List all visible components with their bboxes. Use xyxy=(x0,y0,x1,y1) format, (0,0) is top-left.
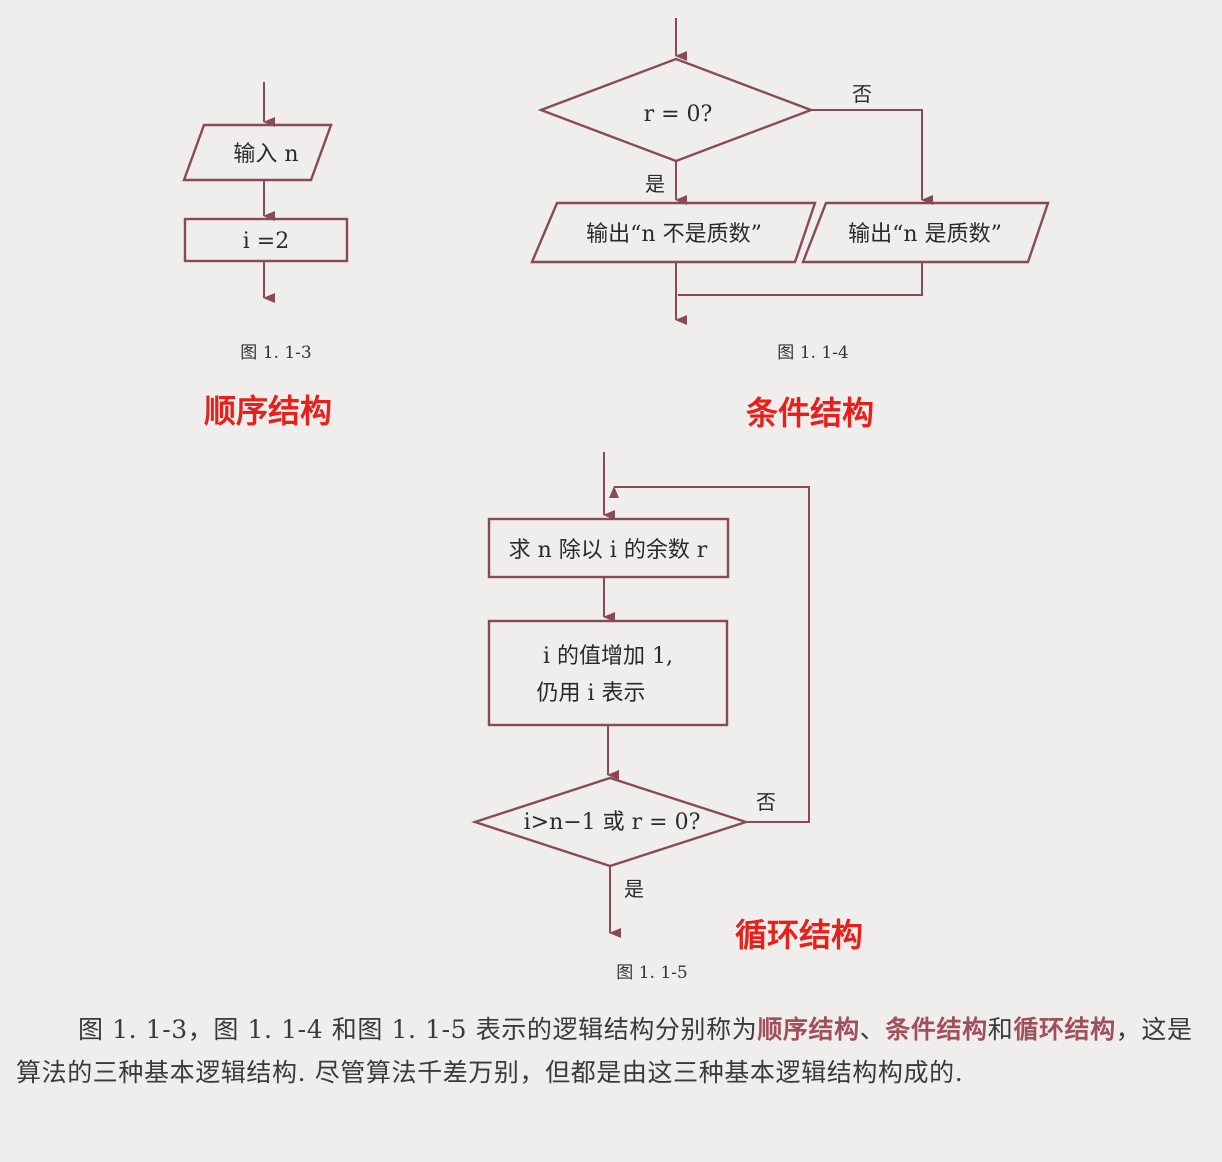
output-not-prime-parallelogram xyxy=(530,201,817,264)
explanation-paragraph: 图 1. 1-3，图 1. 1-4 和图 1. 1-5 表示的逻辑结构分别称为顺… xyxy=(16,1008,1211,1094)
no-label: 否 xyxy=(852,82,872,106)
input-parallelogram xyxy=(182,123,333,182)
decision-text: r = 0? xyxy=(644,102,713,127)
separator-1: 、 xyxy=(859,1015,886,1044)
merge-line-right xyxy=(678,262,923,296)
input-n-text: 输入 n xyxy=(233,142,298,167)
remainder-text: 求 n 除以 i 的余数 r xyxy=(509,538,708,563)
figure-1-1-5: 求 n 除以 i 的余数 r i 的值增加 1, 仍用 i 表示 i>n−1 或… xyxy=(471,452,863,983)
figure-1-1-4: r = 0? 否 是 输出“n 不是质数” 输出“n 是质数” 图 1. 1-4… xyxy=(530,18,1050,432)
increment-box xyxy=(487,619,729,727)
figure-caption: 图 1. 1-3 xyxy=(240,343,311,363)
structure-label-sequential: 顺序结构 xyxy=(204,392,332,430)
yes-label: 是 xyxy=(645,172,665,196)
loop-decision-text: i>n−1 或 r = 0? xyxy=(524,810,701,835)
increment-text-line1: i 的值增加 1, xyxy=(543,644,673,669)
figure-caption: 图 1. 1-4 xyxy=(777,343,848,363)
structure-label-loop: 循环结构 xyxy=(735,916,863,954)
figure-caption: 图 1. 1-5 xyxy=(616,963,687,983)
output-prime-parallelogram xyxy=(801,201,1050,264)
structure-label-conditional: 条件结构 xyxy=(746,394,874,432)
yes-label: 是 xyxy=(624,877,644,901)
assign-box xyxy=(183,217,349,263)
no-label: 否 xyxy=(756,790,776,814)
output-not-prime-text: 输出“n 不是质数” xyxy=(586,222,762,247)
term-sequential-structure: 顺序结构 xyxy=(757,1015,860,1044)
figure-1-1-3: 输入 n i =2 图 1. 1-3 顺序结构 xyxy=(182,82,349,430)
separator-2: 和 xyxy=(987,1015,1014,1044)
remainder-box xyxy=(487,517,730,579)
term-loop-structure: 循环结构 xyxy=(1013,1015,1116,1044)
term-conditional-structure: 条件结构 xyxy=(885,1015,988,1044)
paragraph-text-part1: 图 1. 1-3，图 1. 1-4 和图 1. 1-5 表示的逻辑结构分别称为 xyxy=(78,1015,758,1044)
loop-back-line xyxy=(609,486,810,823)
no-branch-line xyxy=(811,109,933,205)
output-prime-text: 输出“n 是质数” xyxy=(848,222,1002,247)
paragraph-text-part2: ，这是算法的三种基本逻辑结构. 尽管算法千差万别，但都是由这三种基本逻辑结构构成… xyxy=(16,1015,1193,1087)
increment-text-line2: 仍用 i 表示 xyxy=(536,681,645,706)
assign-i-text: i =2 xyxy=(243,229,289,254)
